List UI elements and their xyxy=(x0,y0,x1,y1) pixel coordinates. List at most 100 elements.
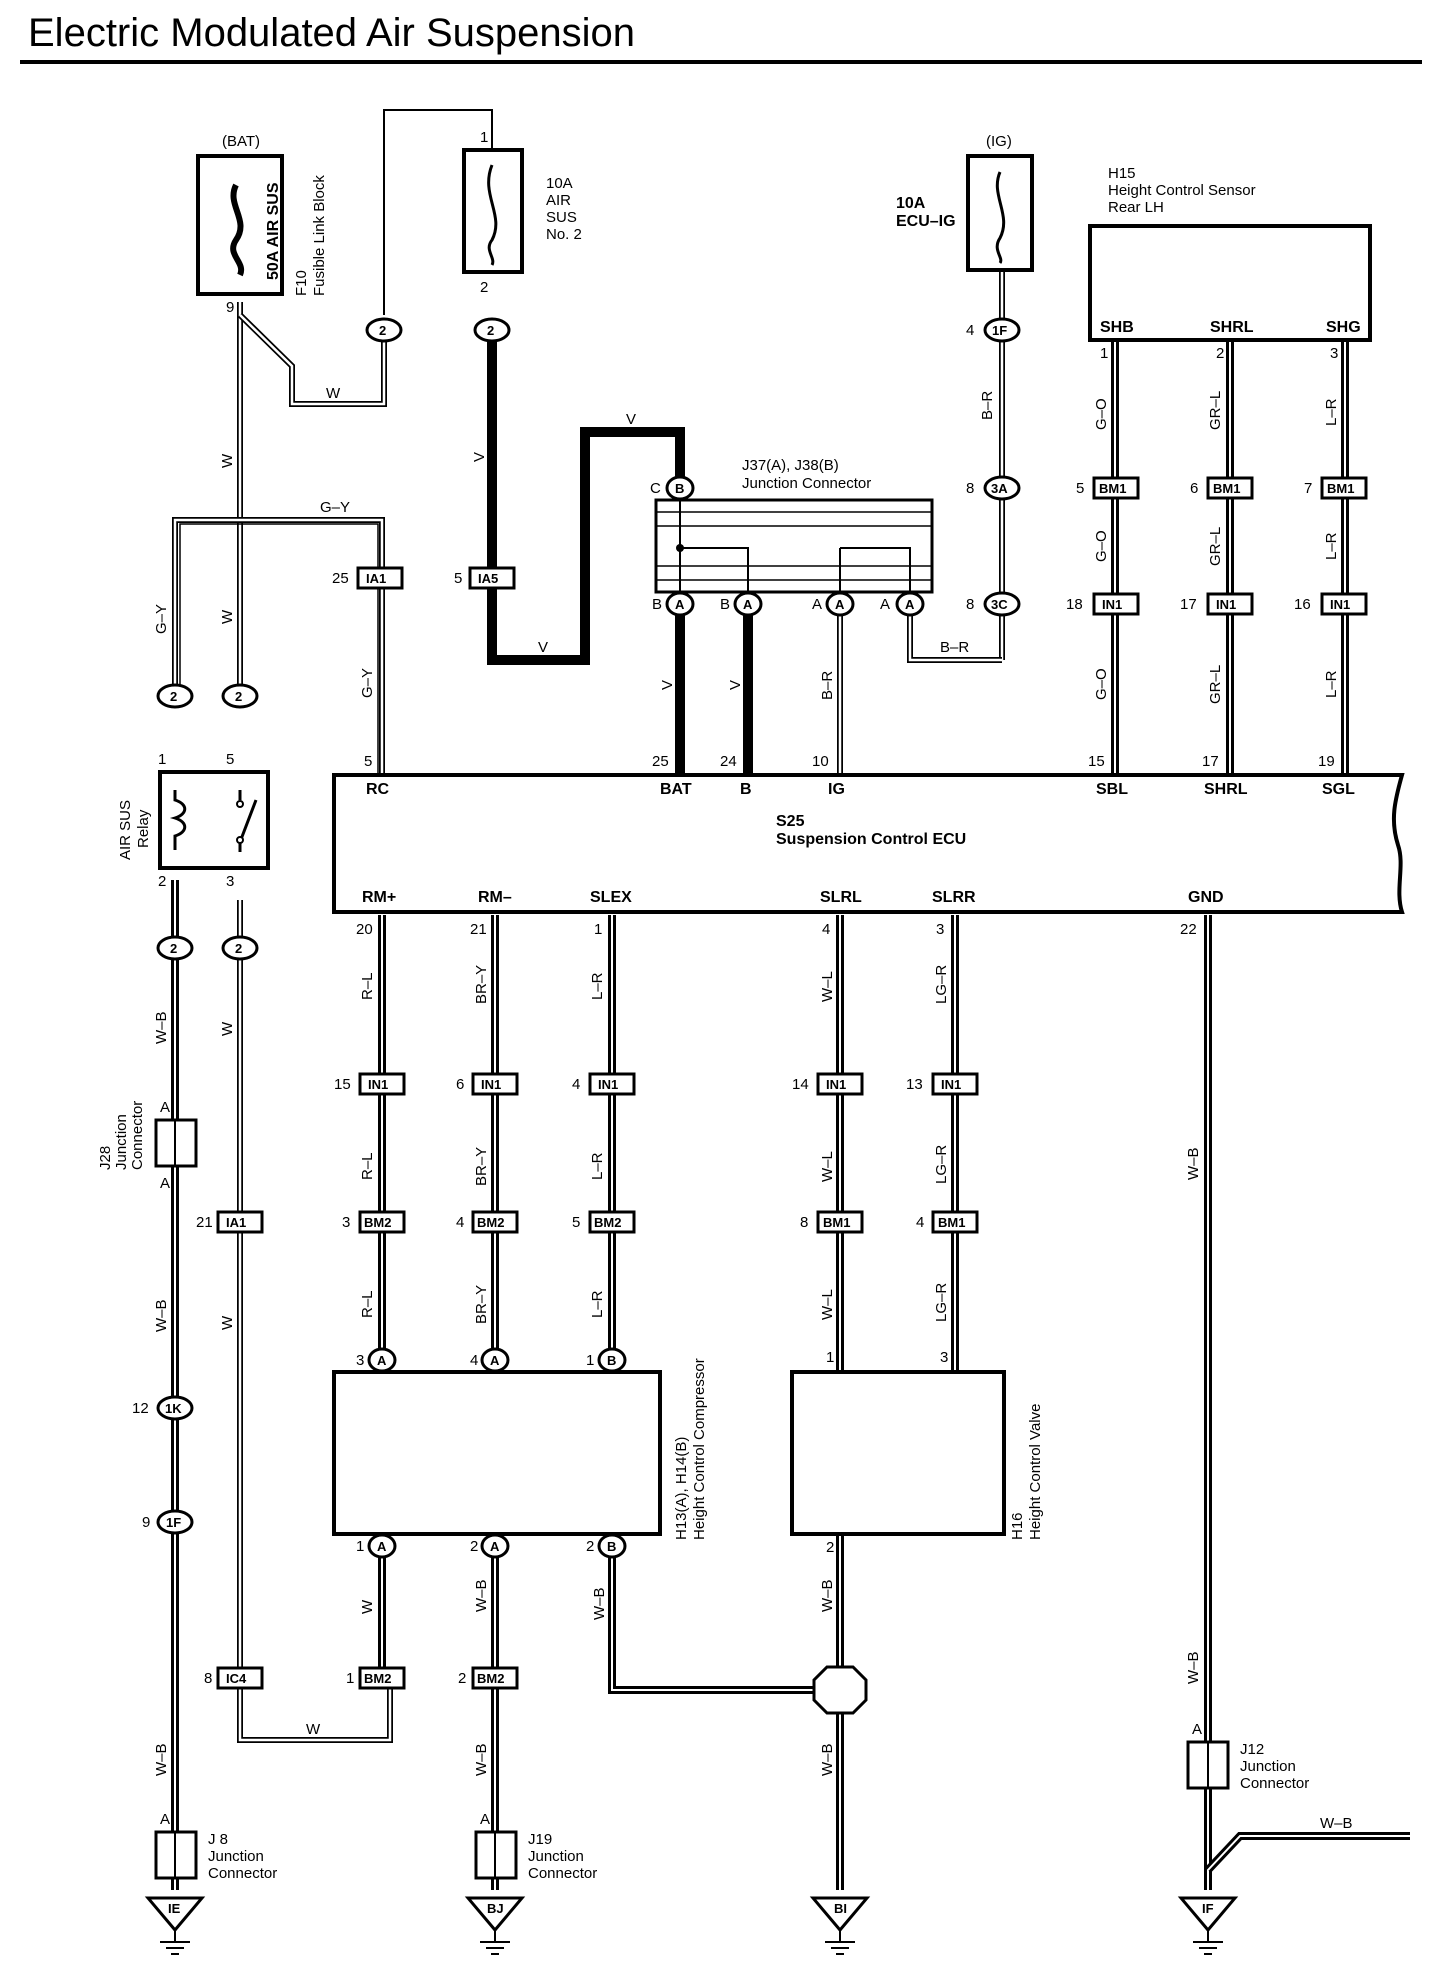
conn-b-c: BC xyxy=(650,475,695,501)
conn-2-w2: 2 xyxy=(221,935,259,961)
svg-text:BJ: BJ xyxy=(487,1901,504,1916)
round-connectors: 2 2 1F4 3A8 3C8 BC AB AB AA AA 2 2 2 2 1… xyxy=(132,317,1021,1559)
compressor-name: Height Control Compressor xyxy=(691,1358,708,1540)
svg-text:B–R: B–R xyxy=(819,671,836,700)
svg-text:A: A xyxy=(160,1099,170,1116)
svg-text:1K: 1K xyxy=(165,1401,182,1416)
svg-text:1: 1 xyxy=(158,751,166,768)
svg-text:BM1: BM1 xyxy=(823,1215,850,1230)
fuse-ecu-ig-name: ECU–IG xyxy=(896,213,956,230)
svg-text:G–O: G–O xyxy=(1093,668,1110,700)
svg-text:B: B xyxy=(675,481,684,496)
svg-text:IA5: IA5 xyxy=(478,571,498,586)
conn-a-b: AB xyxy=(720,591,763,617)
conn-in1-13: IN1 13 xyxy=(906,1072,979,1096)
svg-text:W–B: W–B xyxy=(1185,1147,1202,1180)
wire-fuse-feed xyxy=(383,109,493,315)
conn-3c: 3C8 xyxy=(966,591,1021,617)
svg-text:AIR: AIR xyxy=(546,192,571,209)
fusible-link-rating: 50A AIR SUS xyxy=(265,182,282,280)
svg-text:15: 15 xyxy=(1088,753,1105,770)
svg-text:IN1: IN1 xyxy=(941,1077,961,1092)
svg-text:1: 1 xyxy=(586,1352,594,1369)
svg-text:Connector: Connector xyxy=(1240,1775,1309,1792)
svg-text:Connector: Connector xyxy=(528,1865,597,1882)
svg-text:W–B: W–B xyxy=(591,1587,608,1620)
svg-text:4: 4 xyxy=(916,1214,924,1231)
svg-text:3C: 3C xyxy=(991,597,1008,612)
conn-a-ig: AA xyxy=(812,591,855,617)
wire-label-w: W xyxy=(326,385,341,402)
wire-w-branch xyxy=(237,312,387,407)
page-title: Electric Modulated Air Suspension xyxy=(28,11,635,55)
svg-text:IF: IF xyxy=(1202,1901,1214,1916)
wire-label-g-o: G–O xyxy=(1093,398,1110,430)
svg-text:13: 13 xyxy=(906,1076,923,1093)
svg-text:5: 5 xyxy=(454,570,462,587)
svg-text:W–B: W–B xyxy=(473,1579,490,1612)
conn-comp-a3: A3 xyxy=(356,1347,397,1373)
svg-text:W–B: W–B xyxy=(1320,1815,1353,1832)
conn-ia5: IA5 5 xyxy=(454,566,516,590)
svg-text:1: 1 xyxy=(346,1670,354,1687)
svg-text:A: A xyxy=(377,1353,387,1368)
svg-text:IN1: IN1 xyxy=(598,1077,618,1092)
svg-text:1: 1 xyxy=(480,129,488,146)
svg-text:BM1: BM1 xyxy=(1327,481,1354,496)
svg-text:3: 3 xyxy=(356,1352,364,1369)
svg-text:IA1: IA1 xyxy=(366,571,386,586)
svg-text:W–L: W–L xyxy=(819,1151,836,1182)
svg-text:6: 6 xyxy=(456,1076,464,1093)
conn-comp-b1: B1 xyxy=(586,1347,627,1373)
svg-text:IC4: IC4 xyxy=(226,1671,247,1686)
svg-text:17: 17 xyxy=(1202,753,1219,770)
svg-text:R–L: R–L xyxy=(359,1290,376,1318)
conn-2-gy: 2 xyxy=(156,683,194,709)
wire-label-r-l: R–L xyxy=(359,972,376,1000)
conn-2-top-fuse: 2 xyxy=(473,317,511,343)
wire-label-b-r: B–R xyxy=(979,391,996,420)
svg-text:IN1: IN1 xyxy=(1216,597,1236,612)
svg-text:GR–L: GR–L xyxy=(1207,665,1224,704)
svg-text:J28: J28 xyxy=(97,1146,114,1170)
svg-text:W–B: W–B xyxy=(153,1743,170,1776)
svg-text:8: 8 xyxy=(800,1214,808,1231)
svg-text:2: 2 xyxy=(170,941,177,956)
conn-a-br: AA xyxy=(880,591,925,617)
fusible-link-name: Fusible Link Block xyxy=(311,175,328,296)
svg-text:W: W xyxy=(219,609,236,624)
svg-text:W: W xyxy=(219,1021,236,1036)
svg-text:A: A xyxy=(480,1811,490,1828)
wire-color-labels: W W W W W W W V V V V V G–Y G–Y G–Y B–R … xyxy=(153,385,1353,1832)
conn-2-wb: 2 xyxy=(156,935,194,961)
conn-a-bat: AB xyxy=(652,591,695,617)
svg-text:A: A xyxy=(905,597,915,612)
svg-text:BM2: BM2 xyxy=(477,1215,504,1230)
wire-w-b-comp-b xyxy=(608,1535,840,1694)
svg-text:Connector: Connector xyxy=(208,1865,277,1882)
svg-text:W–L: W–L xyxy=(819,1289,836,1320)
svg-text:3: 3 xyxy=(940,1349,948,1366)
svg-text:W: W xyxy=(219,1315,236,1330)
svg-text:W: W xyxy=(359,1599,376,1614)
svg-text:G–Y: G–Y xyxy=(153,604,170,634)
svg-text:22: 22 xyxy=(1180,921,1197,938)
ecu-pin-sbl: SBL xyxy=(1096,781,1128,798)
wire-label-v: V xyxy=(471,452,488,462)
conn-comp-a2: A2 xyxy=(470,1533,510,1559)
svg-text:1F: 1F xyxy=(992,323,1007,338)
svg-text:6: 6 xyxy=(1190,480,1198,497)
conn-1f-bottom: 1F9 xyxy=(142,1509,194,1535)
svg-text:G–O: G–O xyxy=(1093,530,1110,562)
ecu-name: Suspension Control ECU xyxy=(776,831,966,848)
wire-label-w-b: W–B xyxy=(153,1011,170,1044)
svg-text:B: B xyxy=(607,1539,616,1554)
svg-text:W–B: W–B xyxy=(819,1743,836,1776)
svg-text:R–L: R–L xyxy=(359,1152,376,1180)
